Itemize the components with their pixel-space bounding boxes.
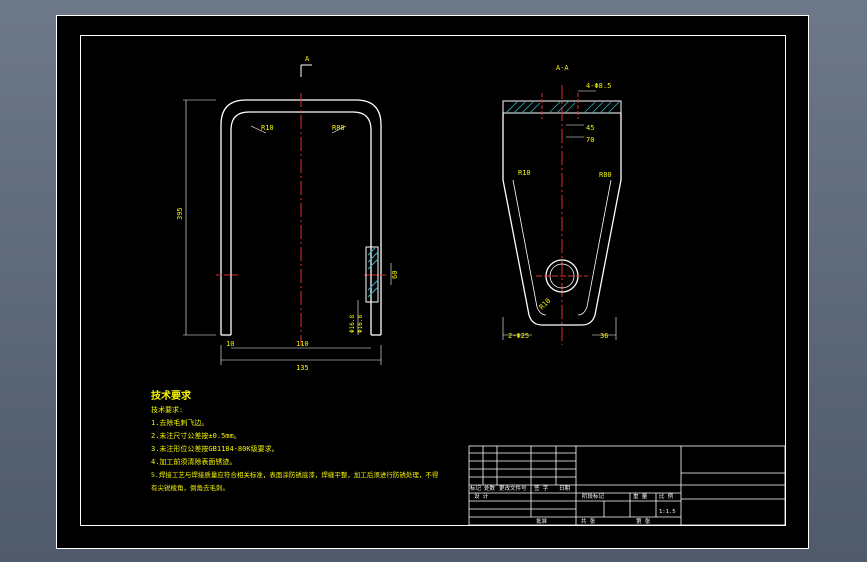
tb-scale-label: 比 例 bbox=[659, 492, 674, 500]
dim-side-right: 60 bbox=[391, 271, 399, 279]
side-bracket bbox=[365, 246, 379, 303]
notes-heading: 技术要求 bbox=[151, 389, 192, 402]
tb-designer: 设 计 bbox=[474, 492, 489, 500]
front-view: A R10 R80 bbox=[176, 55, 399, 372]
note-line: 4.加工前须清除表面锈迹。 bbox=[151, 457, 236, 466]
section-marker: A bbox=[305, 55, 310, 63]
tb-label-mark: 标记 bbox=[470, 484, 482, 492]
dim-d1: 45 bbox=[586, 124, 594, 132]
dim-r-left: R10 bbox=[261, 124, 274, 132]
note-line: 有尖锐棱角，倒角去毛刺。 bbox=[151, 483, 229, 492]
dim-bottom-right: 36 bbox=[600, 332, 608, 340]
tb-weight: 重 量 bbox=[633, 492, 648, 500]
tb-scale: 1:1.5 bbox=[659, 509, 676, 515]
tb-sheets: 共 张 bbox=[581, 517, 596, 525]
tb-label-change: 更改文件号 bbox=[499, 484, 527, 492]
dim-bottom-left: 2-Φ25 bbox=[508, 332, 529, 340]
dim-overall-width: 135 bbox=[296, 364, 309, 372]
dim-bottom-small: 10 bbox=[226, 340, 234, 348]
notes-subheading: 技术要求: bbox=[151, 405, 183, 414]
note-line: 5.焊接工艺与焊接质量应符合相关标准，表面涂防锈底漆，焊缝平整，加工后须进行防锈… bbox=[151, 470, 439, 479]
dim-section-r-left: R10 bbox=[518, 169, 531, 177]
section-body-outline bbox=[502, 113, 622, 326]
tb-label-count: 处数 bbox=[484, 484, 496, 492]
dim-d2: 70 bbox=[586, 136, 594, 144]
dim-r-right: R80 bbox=[332, 124, 345, 132]
section-view: A-A bbox=[502, 64, 622, 345]
tb-sheet-no: 第 张 bbox=[636, 517, 651, 525]
section-title: A-A bbox=[556, 64, 569, 72]
dim-section-r-right: R80 bbox=[599, 171, 612, 179]
dim-height: 395 bbox=[176, 207, 184, 220]
outer-border bbox=[56, 15, 809, 549]
tb-label-sign: 签 字 bbox=[534, 484, 549, 492]
title-block bbox=[468, 445, 786, 526]
dim-inner-r: R10 bbox=[538, 297, 553, 312]
note-line: 3.未注形位公差按GB1184-80K级要求。 bbox=[151, 444, 279, 453]
tb-stage: 阶段标记 bbox=[582, 492, 605, 500]
inner-border bbox=[80, 35, 786, 526]
tb-label-date: 日期 bbox=[559, 485, 571, 492]
note-line: 2.未注尺寸公差按±0.5mm。 bbox=[151, 431, 241, 440]
dim-bottom-mid: 110 bbox=[296, 340, 309, 348]
technical-notes: 技术要求 技术要求: 1.去除毛刺飞边。 2.未注尺寸公差按±0.5mm。 3.… bbox=[151, 389, 439, 492]
dim-top-hole: 4-Φ8.5 bbox=[586, 82, 611, 90]
tb-approve: 批准 bbox=[536, 517, 548, 525]
note-line: 1.去除毛刺飞边。 bbox=[151, 418, 208, 427]
dim-side-a: Φ16.8 bbox=[349, 315, 356, 333]
drawing-sheet: A R10 R80 bbox=[56, 15, 809, 549]
drawing-canvas: A R10 R80 bbox=[56, 15, 809, 549]
dim-side-b: Φ16.8 bbox=[357, 315, 364, 333]
